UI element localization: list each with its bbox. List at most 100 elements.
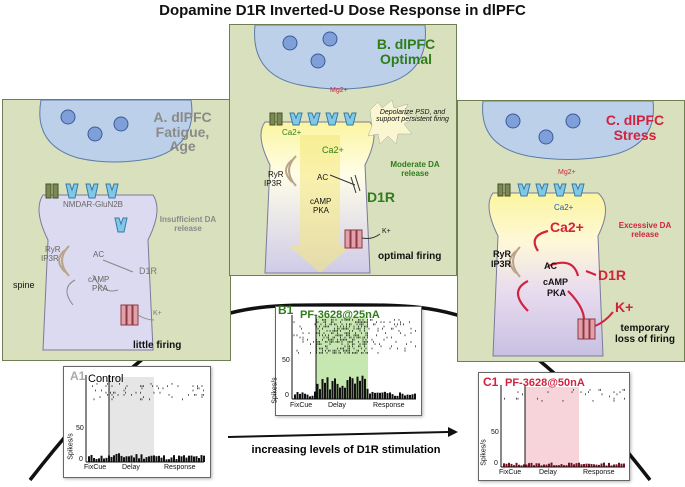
histogram-bar xyxy=(145,457,148,462)
histogram-bar xyxy=(369,393,371,399)
histogram-bar xyxy=(120,455,123,462)
histogram-bar xyxy=(585,463,588,467)
histogram-bar xyxy=(558,465,560,467)
histogram-bar xyxy=(399,392,401,399)
histogram-bar xyxy=(389,392,391,399)
figure-title: Dopamine D1R Inverted-U Dose Response in… xyxy=(159,2,526,19)
histogram-bar xyxy=(560,464,563,467)
histogram-bar xyxy=(193,456,195,462)
histogram-bar xyxy=(598,464,600,467)
panel-b-firing: optimal firing xyxy=(378,251,442,262)
rec-c1-label: C1 xyxy=(483,375,499,389)
ac-label: AC xyxy=(93,250,105,259)
histogram-bar xyxy=(155,456,158,462)
histogram-bar xyxy=(595,464,598,467)
histogram-bar xyxy=(351,378,354,399)
histogram-bar xyxy=(148,456,150,462)
histogram-bar xyxy=(319,389,321,399)
rec-a1-x-response: Response xyxy=(164,464,196,471)
histogram-bar xyxy=(309,396,311,399)
histogram-bar xyxy=(409,394,411,399)
histogram-bar xyxy=(520,465,523,467)
histogram-bar xyxy=(538,463,540,467)
rec-a1-y50: 50 xyxy=(76,425,84,432)
histogram-bar xyxy=(95,458,98,462)
rec-b1-y0: 0 xyxy=(285,392,289,399)
histogram-bar xyxy=(371,391,374,399)
rec-b1-x-response: Response xyxy=(373,402,405,409)
histogram-bar xyxy=(610,465,613,467)
histogram-bar xyxy=(505,463,508,467)
histogram-bar xyxy=(294,394,296,399)
histogram-bar xyxy=(366,388,369,399)
histogram-bar xyxy=(620,463,623,467)
histogram-bar xyxy=(568,462,570,467)
histogram-bar xyxy=(90,454,93,462)
histogram-bar xyxy=(98,458,100,462)
histogram-bar xyxy=(113,455,115,462)
histogram-bar xyxy=(588,463,590,467)
histogram-bar xyxy=(168,459,170,462)
histogram-bar xyxy=(535,463,538,467)
ca-top-label: Ca2+ xyxy=(554,203,574,212)
histogram-bar xyxy=(623,463,625,467)
histogram-bar xyxy=(183,455,185,462)
histogram-bar xyxy=(396,395,399,399)
histogram-bar xyxy=(334,378,336,399)
histogram-bar xyxy=(550,462,553,467)
camp-label: cAMP xyxy=(310,197,332,206)
recording-c1: C1 PF-3628@50nA Spikes/s 50 0 FixCue Del… xyxy=(478,372,630,481)
histogram-bar xyxy=(381,392,384,399)
histogram-bar xyxy=(543,464,545,467)
histogram-bar xyxy=(336,383,339,399)
panel-a-firing: little firing xyxy=(133,340,182,351)
histogram-bar xyxy=(354,383,356,399)
histogram-bar xyxy=(115,453,118,462)
histogram-bar xyxy=(118,453,120,462)
histogram-bar xyxy=(533,465,535,467)
ac-label: AC xyxy=(544,261,557,271)
ryr-label: RyR xyxy=(493,249,512,259)
rec-a1-plot xyxy=(85,375,205,463)
rec-a1-name: Control xyxy=(88,373,124,385)
histogram-bar xyxy=(523,464,525,467)
rec-c1-x-fixcue: FixCue xyxy=(499,469,522,476)
histogram-bar xyxy=(341,385,344,399)
histogram-bar xyxy=(563,465,565,467)
ca-top-label: Ca2+ xyxy=(282,128,302,137)
nmdar-label: NMDAR-GluN2B xyxy=(63,200,124,209)
k-label: K+ xyxy=(153,310,162,317)
histogram-bar xyxy=(615,464,618,467)
histogram-bar xyxy=(103,458,105,462)
histogram-bar xyxy=(180,456,183,462)
histogram-bar xyxy=(306,394,309,399)
rec-a1-x-delay: Delay xyxy=(122,464,140,471)
histogram-bar xyxy=(361,375,364,399)
rec-c1-name: PF-3628@50nA xyxy=(505,377,585,389)
histogram-bar xyxy=(613,464,615,467)
histogram-bar xyxy=(88,456,90,462)
histogram-bar xyxy=(165,459,168,462)
histogram-bar xyxy=(359,380,361,399)
rec-c1-ylabel: Spikes/s xyxy=(480,439,488,466)
histogram-bar xyxy=(158,455,160,462)
histogram-bar xyxy=(570,462,573,467)
histogram-bar xyxy=(518,464,520,467)
histogram-bar xyxy=(170,457,173,462)
histogram-bar xyxy=(314,391,316,399)
histogram-bar xyxy=(125,456,128,462)
histogram-bar xyxy=(593,464,595,467)
d1r-label: D1R xyxy=(367,189,396,205)
rec-c1-x-delay: Delay xyxy=(539,469,557,476)
histogram-bar xyxy=(391,394,394,399)
histogram-bar xyxy=(100,455,103,462)
histogram-bar xyxy=(525,464,528,467)
histogram-bar xyxy=(138,458,140,462)
histogram-bar xyxy=(321,378,324,399)
histogram-bar xyxy=(590,463,593,467)
arrow-label: increasing levels of D1R stimulation xyxy=(251,444,441,456)
histogram-bar xyxy=(133,457,135,462)
mg-label: Mg2+ xyxy=(558,169,576,176)
histogram-bar xyxy=(203,455,205,462)
histogram-bar xyxy=(618,462,620,467)
